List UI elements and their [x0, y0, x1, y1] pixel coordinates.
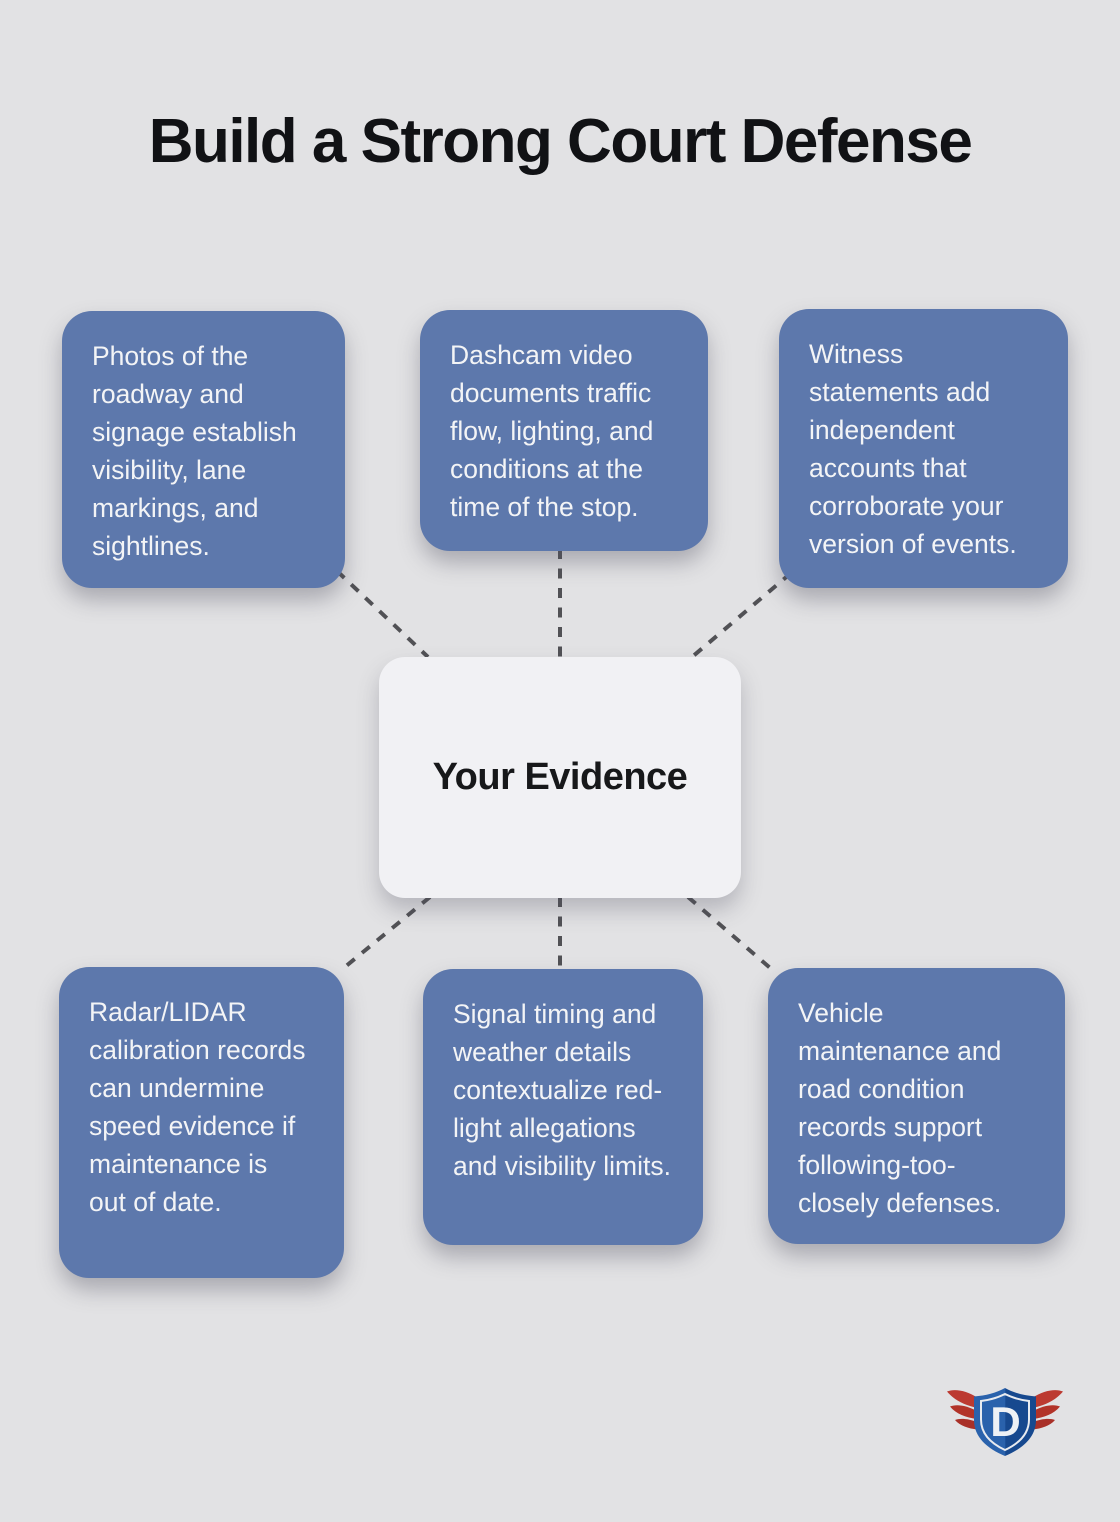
evidence-node-dashcam: Dashcam video documents traffic flow, li…	[420, 310, 708, 551]
connector-bottom-left	[338, 895, 432, 973]
shield-wings-logo-icon: D	[947, 1388, 1063, 1456]
evidence-node-signal: Signal timing and weather details contex…	[423, 969, 703, 1245]
logo-left-wing	[947, 1390, 978, 1430]
logo-letter: D	[990, 1398, 1020, 1445]
page-title: Build a Strong Court Defense	[148, 107, 973, 176]
logo-right-wing	[1032, 1390, 1063, 1430]
evidence-node-radar: Radar/LIDAR calibration records can unde…	[59, 967, 344, 1278]
connector-bottom-right	[686, 895, 778, 975]
evidence-node-photos: Photos of the roadway and signage establ…	[62, 311, 345, 588]
center-node-label: Your Evidence	[432, 756, 688, 798]
evidence-node-vehicle: Vehicle maintenance and road condition r…	[768, 968, 1065, 1244]
evidence-node-witness: Witness statements add independent accou…	[779, 309, 1068, 588]
center-node: Your Evidence	[379, 657, 741, 898]
connector-top-right	[690, 571, 793, 659]
logo-shield-inner-ring	[980, 1392, 1030, 1452]
connector-top-left	[335, 569, 430, 659]
